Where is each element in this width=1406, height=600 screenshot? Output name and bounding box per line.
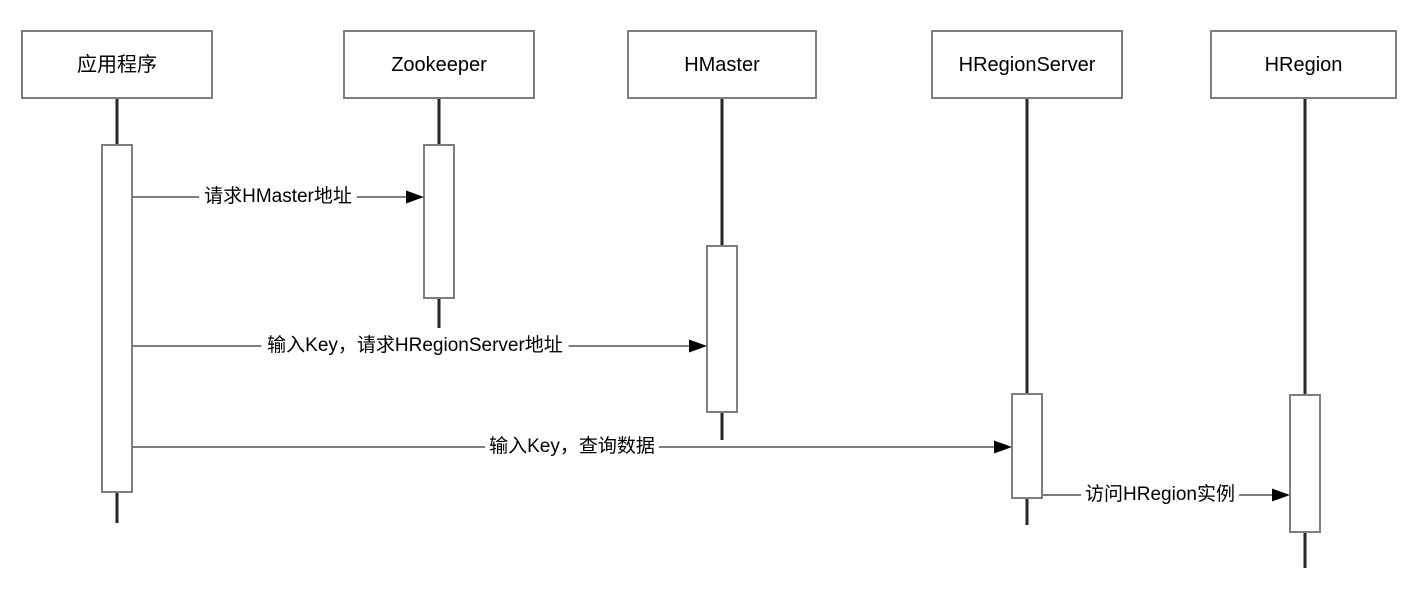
participant-box-app bbox=[21, 30, 213, 99]
participant-label-zookeeper: Zookeeper bbox=[391, 54, 487, 76]
participant-hregionserver[interactable]: HRegionServer bbox=[931, 30, 1123, 99]
participant-box-hregionserver bbox=[931, 30, 1123, 99]
participant-box-zookeeper bbox=[343, 30, 535, 99]
participant-label-app: 应用程序 bbox=[77, 53, 157, 76]
participant-label-hregionserver: HRegionServer bbox=[959, 54, 1096, 76]
participant-box-hmaster bbox=[627, 30, 817, 99]
participant-box-hregion bbox=[1210, 30, 1397, 99]
arrow-head-icon-1 bbox=[406, 190, 424, 204]
arrow-head-icon-4 bbox=[1272, 488, 1290, 502]
message-label-2: 输入Key，请求HRegionServer地址 bbox=[267, 334, 563, 356]
message-request-hregionserver-address[interactable]: 输入Key，请求HRegionServer地址 bbox=[132, 333, 707, 359]
activation-bar-app bbox=[101, 144, 133, 493]
message-label-1: 请求HMaster地址 bbox=[204, 185, 352, 207]
messages-layer: 请求HMaster地址 输入Key，请求HRegionServer地址 输入Ke… bbox=[132, 184, 1290, 508]
message-request-hmaster-address[interactable]: 请求HMaster地址 bbox=[132, 184, 424, 210]
message-query-data[interactable]: 输入Key，查询数据 bbox=[132, 434, 1012, 460]
participant-app[interactable]: 应用程序 bbox=[21, 30, 213, 99]
participant-label-hmaster: HMaster bbox=[684, 54, 760, 76]
arrow-head-icon-3 bbox=[994, 440, 1012, 454]
participant-label-hregion: HRegion bbox=[1265, 54, 1343, 76]
participant-hregion[interactable]: HRegion bbox=[1210, 30, 1397, 99]
message-label-bg-4 bbox=[1081, 482, 1239, 508]
activation-bar-hregion bbox=[1289, 394, 1321, 533]
message-access-hregion-instance[interactable]: 访问HRegion实例 bbox=[1042, 482, 1290, 508]
activation-bar-zookeeper bbox=[423, 144, 455, 299]
participant-hmaster[interactable]: HMaster bbox=[627, 30, 817, 99]
activation-bar-hregionserver bbox=[1011, 393, 1043, 499]
message-label-4: 访问HRegion实例 bbox=[1085, 483, 1235, 505]
message-label-bg-2 bbox=[261, 333, 569, 359]
activations-layer bbox=[101, 144, 1321, 533]
message-label-bg-3 bbox=[485, 434, 659, 460]
participants-layer: 应用程序 Zookeeper HMaster HRegionServer HRe… bbox=[21, 30, 1397, 99]
participant-zookeeper[interactable]: Zookeeper bbox=[343, 30, 535, 99]
message-label-3: 输入Key，查询数据 bbox=[489, 435, 655, 457]
message-label-bg-1 bbox=[199, 184, 357, 210]
arrow-head-icon-2 bbox=[689, 339, 707, 353]
activation-bar-hmaster bbox=[706, 245, 738, 413]
